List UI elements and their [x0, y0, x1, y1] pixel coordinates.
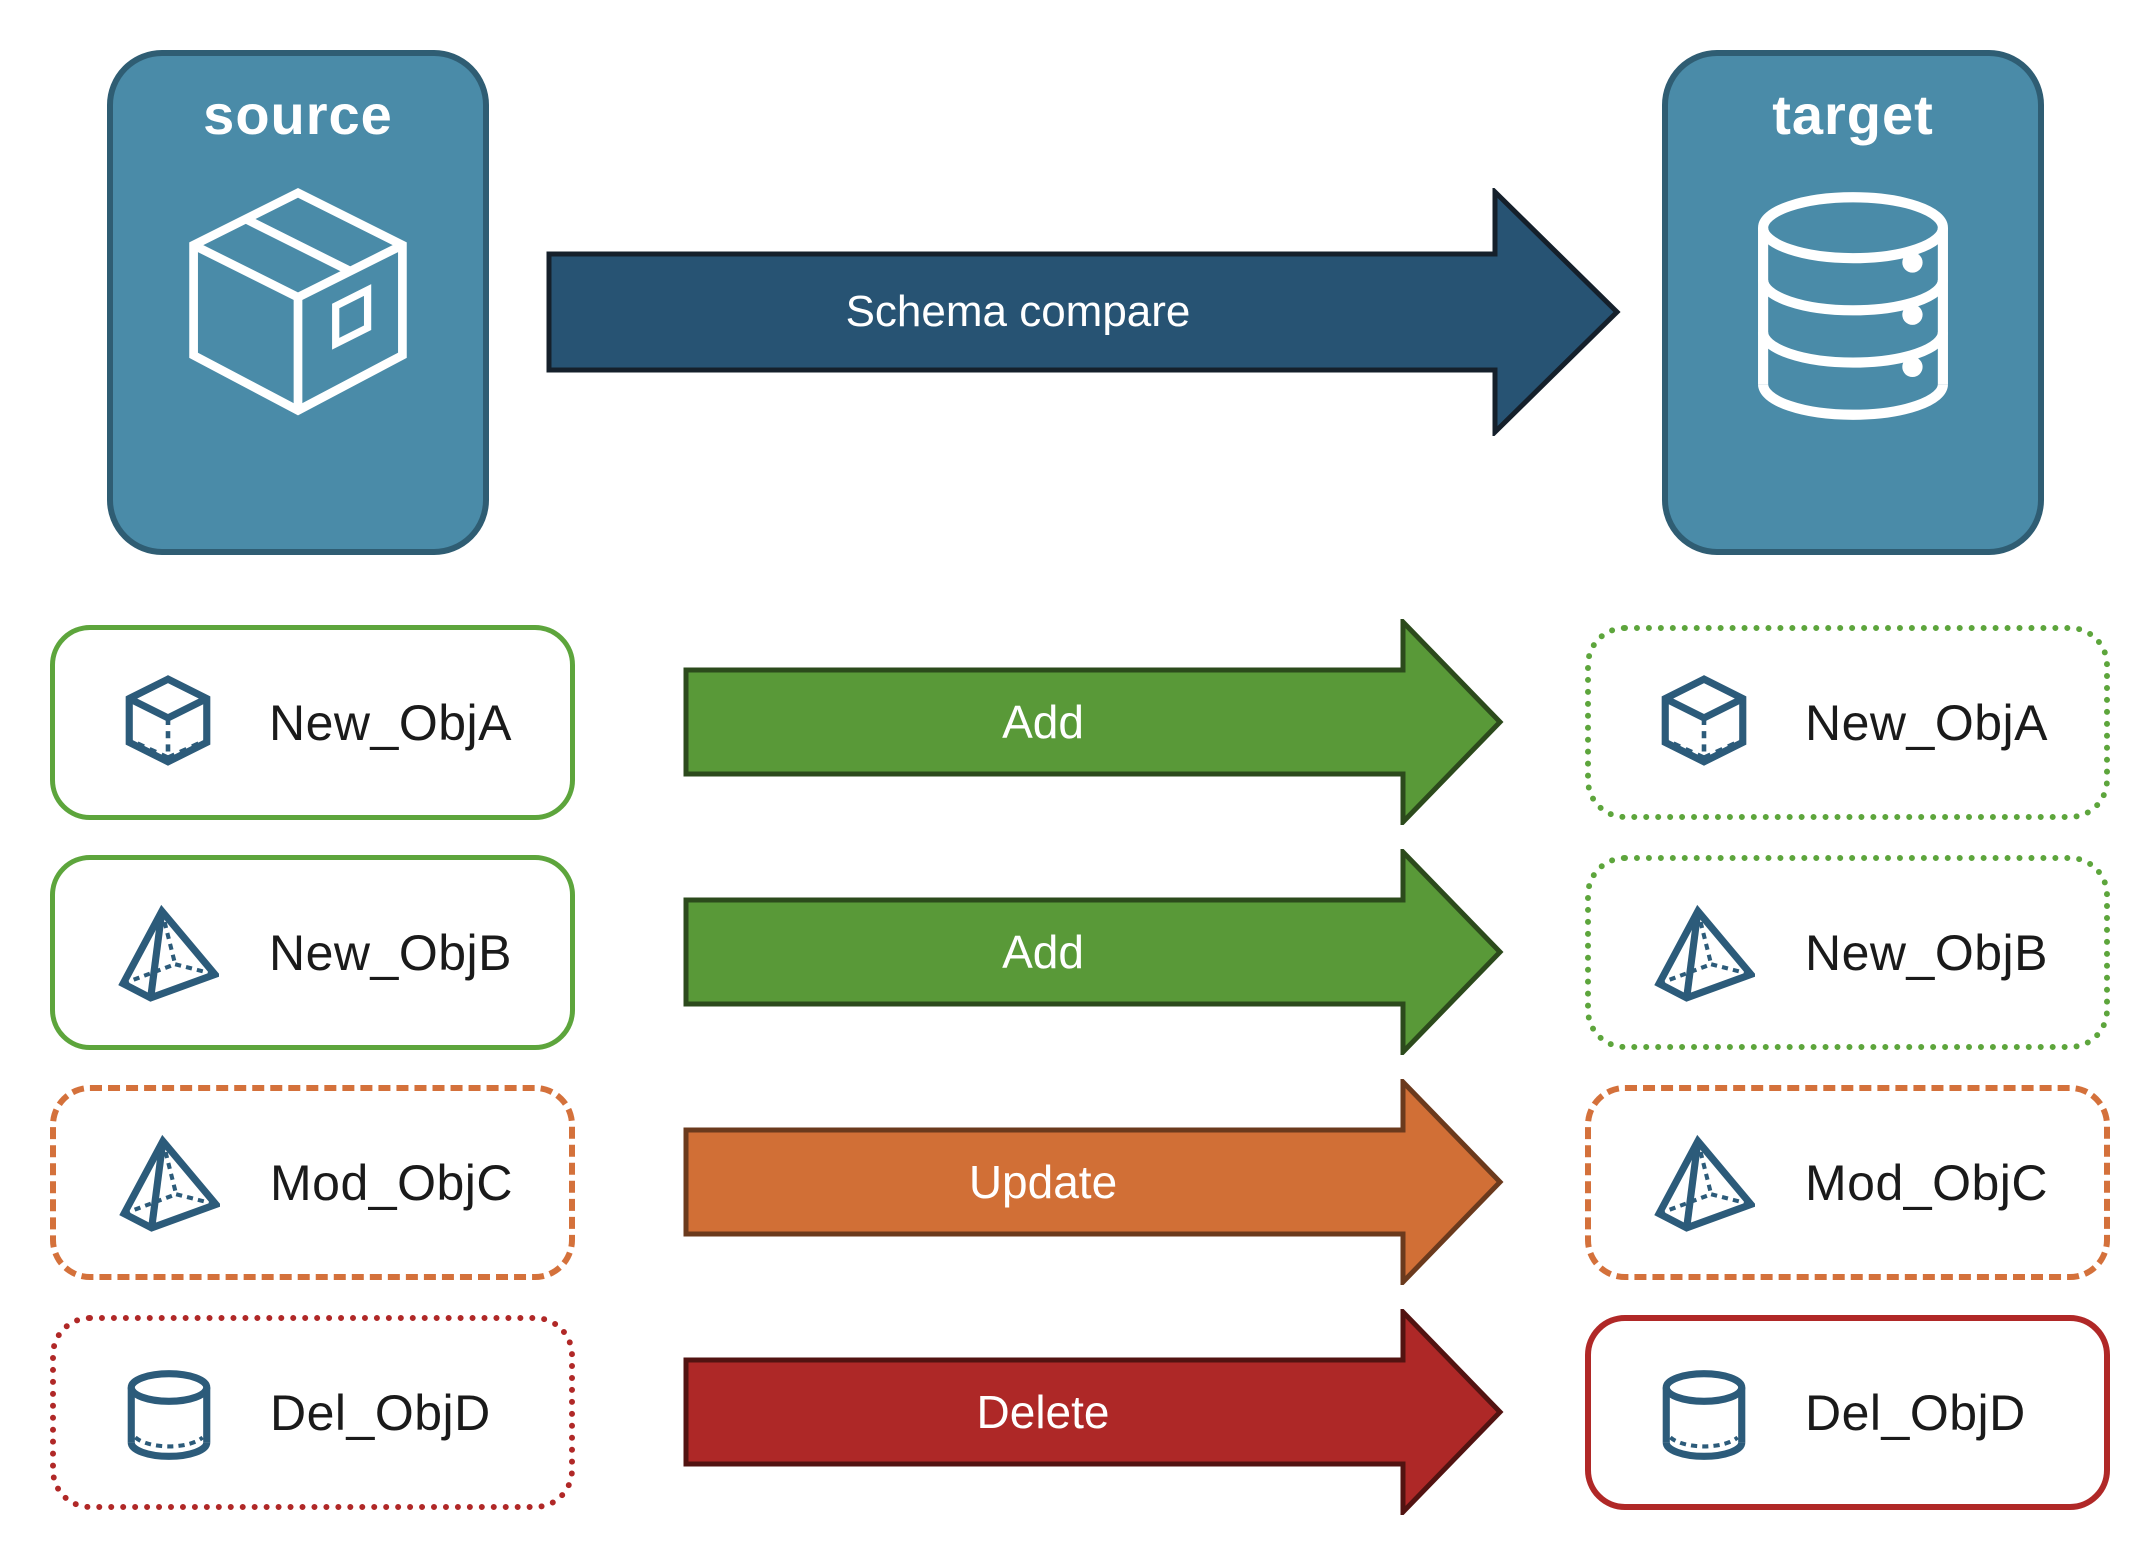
target-node-title: target [1772, 83, 1934, 146]
pyramid-icon [1654, 904, 1755, 1002]
database-icon [1758, 192, 1948, 420]
object-label: New_ObjA [1805, 694, 2048, 751]
action-arrow-add: Add [683, 849, 1505, 1055]
target-object-box: New_ObjB [1585, 855, 2110, 1050]
object-label: New_ObjA [269, 694, 512, 751]
cube-icon [125, 674, 211, 766]
cylinder-icon [127, 1369, 211, 1460]
object-label: New_ObjB [1805, 924, 2048, 981]
compare-row-new-objb: New_ObjB Add New_ObjB [0, 849, 2150, 1055]
schema-compare-arrow: Schema compare [545, 188, 1625, 436]
target-object-box: Del_ObjD [1585, 1315, 2110, 1510]
source-object-box: New_ObjB [50, 855, 575, 1050]
target-node: target [1662, 50, 2044, 555]
action-arrow-update: Update [683, 1079, 1505, 1285]
action-arrow-delete: Delete [683, 1309, 1505, 1515]
pyramid-icon [1654, 1134, 1755, 1232]
object-label: Mod_ObjC [1805, 1154, 2048, 1211]
package-box-icon [189, 188, 407, 416]
target-object-box: Mod_ObjC [1585, 1085, 2110, 1280]
action-label: Delete [976, 1386, 1110, 1438]
source-object-box: Mod_ObjC [50, 1085, 575, 1280]
source-node-title: source [203, 83, 393, 146]
compare-row-mod-objc: Mod_ObjC Update Mod_ObjC [0, 1079, 2150, 1285]
cube-icon [1661, 674, 1747, 766]
cylinder-icon [1662, 1369, 1746, 1460]
object-label: Del_ObjD [270, 1384, 491, 1441]
compare-row-del-objd: Del_ObjD Delete Del_ObjD [0, 1309, 2150, 1515]
target-object-box: New_ObjA [1585, 625, 2110, 820]
pyramid-icon [118, 904, 219, 1002]
source-object-box: New_ObjA [50, 625, 575, 820]
object-label: New_ObjB [269, 924, 512, 981]
source-node: source [107, 50, 489, 555]
action-label: Add [1002, 926, 1084, 978]
action-arrow-add: Add [683, 619, 1505, 825]
action-label: Update [968, 1156, 1118, 1208]
compare-row-new-obja: New_ObjA Add New_ObjA [0, 619, 2150, 825]
source-object-box: Del_ObjD [50, 1315, 575, 1510]
object-label: Del_ObjD [1805, 1384, 2026, 1441]
object-label: Mod_ObjC [270, 1154, 513, 1211]
action-label: Add [1002, 696, 1084, 748]
schema-compare-label: Schema compare [845, 287, 1191, 336]
schema-compare-arrow-shape [546, 188, 1621, 436]
pyramid-icon [119, 1134, 220, 1232]
